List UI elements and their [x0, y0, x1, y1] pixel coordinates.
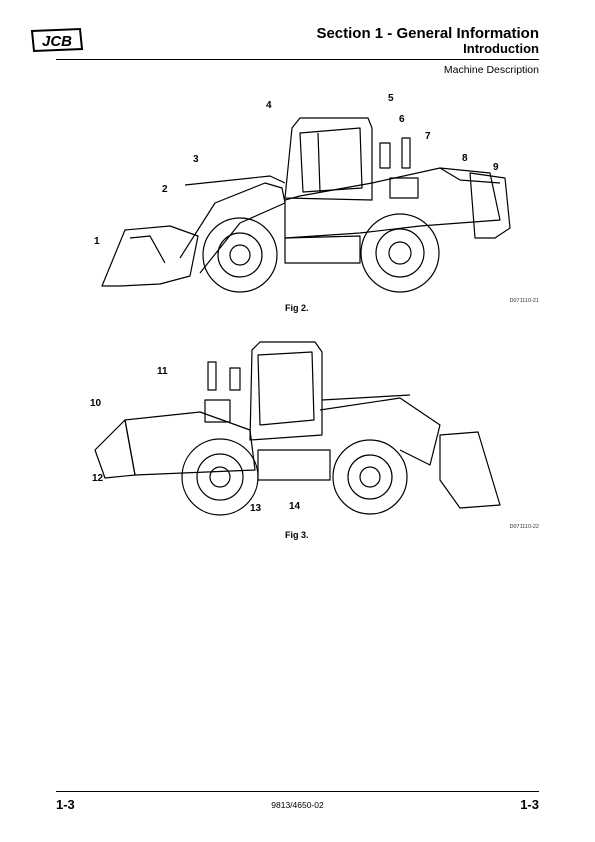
callout-3: 3 [193, 154, 199, 165]
figure-2-caption: Fig 2. [285, 303, 309, 313]
lift-arm [319, 397, 441, 466]
rear-wheel [360, 213, 440, 293]
figure-3: 10 11 12 13 14 D071110-22 Fig 3. [0, 340, 595, 540]
callout-4: 4 [266, 100, 272, 111]
exhaust-stack [207, 361, 217, 391]
callout-13: 13 [250, 503, 262, 514]
air-intake [229, 367, 241, 391]
cab [249, 341, 323, 441]
page-number-right: 1-3 [520, 797, 539, 812]
figure-3-ref: D071110-22 [509, 524, 539, 530]
callout-1: 1 [94, 236, 100, 247]
topic-title: Machine Description [443, 64, 539, 76]
callout-12: 12 [92, 473, 104, 484]
cab [284, 117, 373, 201]
callout-7: 7 [425, 131, 431, 142]
figure-2: 1 2 3 4 5 6 7 8 9 D071110-21 Fig 2. [0, 88, 595, 318]
footer-rule [56, 791, 539, 792]
callout-14: 14 [289, 501, 301, 512]
callout-2: 2 [162, 184, 168, 195]
engine-grille [389, 177, 419, 199]
bucket [101, 225, 199, 287]
rear-wheel [181, 438, 259, 516]
counterweight [94, 419, 136, 479]
callout-10: 10 [90, 398, 102, 409]
figure-2-ref: D071110-21 [509, 298, 539, 304]
callout-9: 9 [493, 162, 499, 173]
jcb-logo-icon: JCB [30, 27, 84, 53]
callout-6: 6 [399, 114, 405, 125]
engine-cover [124, 411, 256, 476]
air-intake [379, 142, 391, 169]
svg-text:JCB: JCB [42, 33, 72, 50]
document-number: 9813/4650-02 [271, 800, 324, 810]
front-wheel [202, 217, 278, 293]
section-subtitle: Introduction [463, 41, 539, 56]
callout-5: 5 [388, 93, 394, 104]
header-rule [56, 59, 539, 60]
exhaust-stack [401, 137, 411, 169]
wheel-loader-left-view [101, 117, 511, 293]
callout-11: 11 [157, 366, 168, 377]
page-number-left: 1-3 [56, 797, 75, 812]
counterweight [469, 172, 511, 239]
lift-arm [179, 182, 286, 274]
bucket [439, 431, 501, 509]
section-title: Section 1 - General Information [316, 25, 539, 42]
front-wheel [332, 439, 408, 515]
wheel-loader-right-view [94, 341, 501, 516]
figure-3-caption: Fig 3. [285, 530, 309, 540]
callout-8: 8 [462, 153, 468, 164]
engine-grille [204, 399, 231, 423]
engine-cover [284, 167, 501, 239]
